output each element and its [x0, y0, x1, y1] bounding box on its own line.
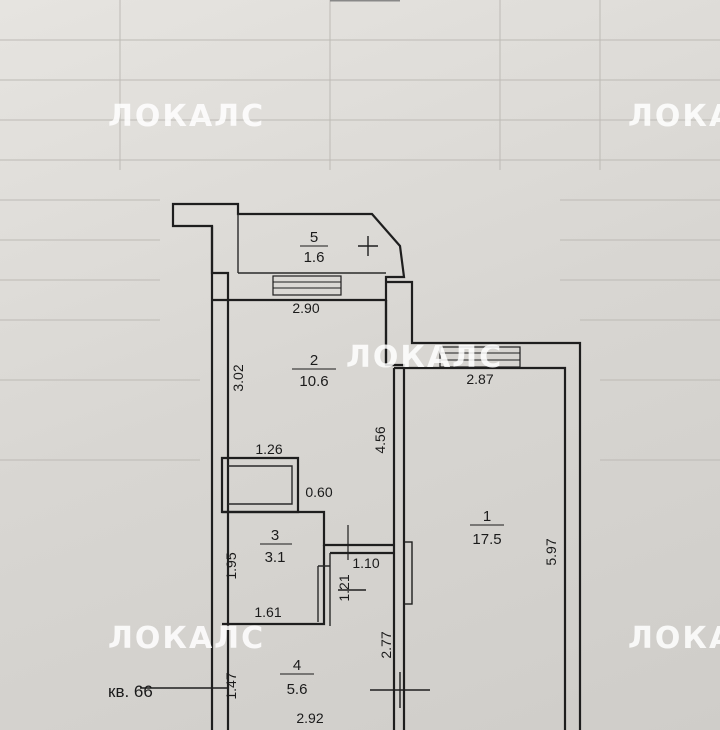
dimension-label: 1.21 [336, 574, 352, 601]
room-1-number: 1 [483, 508, 491, 525]
dimension-label: 2.92 [296, 710, 323, 726]
watermark-text: ЛОКАЛС [628, 621, 720, 656]
dimension-label: 0.60 [305, 484, 332, 500]
dimension-label: 5.97 [543, 538, 559, 565]
dimension-label: 3.02 [230, 364, 246, 391]
room-3-area: 3.1 [265, 549, 286, 566]
room-5-number: 5 [310, 229, 318, 246]
dimension-label: 1.47 [223, 672, 239, 699]
room-2-area: 10.6 [299, 373, 328, 390]
room-4-marks [140, 672, 430, 708]
dimension-label: 2.77 [378, 631, 394, 658]
apartment-outline [210, 226, 582, 730]
room-5-balcony [171, 202, 406, 302]
dimension-label: 4.56 [372, 426, 388, 453]
dimension-label: 1.26 [255, 441, 282, 457]
background-ruled-lines [0, 0, 720, 461]
watermarks: ЛОКАЛС ЛОКАЛС ЛОКАЛС ЛОКАЛС ЛОКАЛС [108, 99, 720, 656]
room-5-area: 1.6 [304, 249, 325, 266]
room-1-area: 17.5 [472, 531, 501, 548]
dimension-label: 2.90 [292, 300, 319, 316]
room-3-partitions [222, 510, 394, 626]
dimension-label: 1.95 [223, 552, 239, 579]
watermark-text: ЛОКАЛС [108, 621, 265, 656]
dimension-labels: 2.90 3.02 4.56 1.26 0.60 2.87 5.97 1.95 … [223, 300, 559, 726]
room-4-number: 4 [293, 657, 301, 674]
apartment-label: кв. 66 [108, 682, 153, 701]
watermark-text: ЛОКАЛС [628, 99, 720, 134]
dimension-label: 2.87 [466, 371, 493, 387]
dimension-label: 1.10 [352, 555, 379, 571]
room-2-number: 2 [310, 352, 318, 369]
room-4-area: 5.6 [287, 681, 308, 698]
dimension-label: 1.61 [254, 604, 281, 620]
watermark-text: ЛОКАЛС [346, 340, 503, 375]
room-3-number: 3 [271, 527, 279, 544]
wall-niche [220, 456, 300, 514]
watermark-text: ЛОКАЛС [108, 99, 265, 134]
room-labels: 5 1.6 2 10.6 3 3.1 4 5.6 1 17.5 [260, 229, 504, 698]
